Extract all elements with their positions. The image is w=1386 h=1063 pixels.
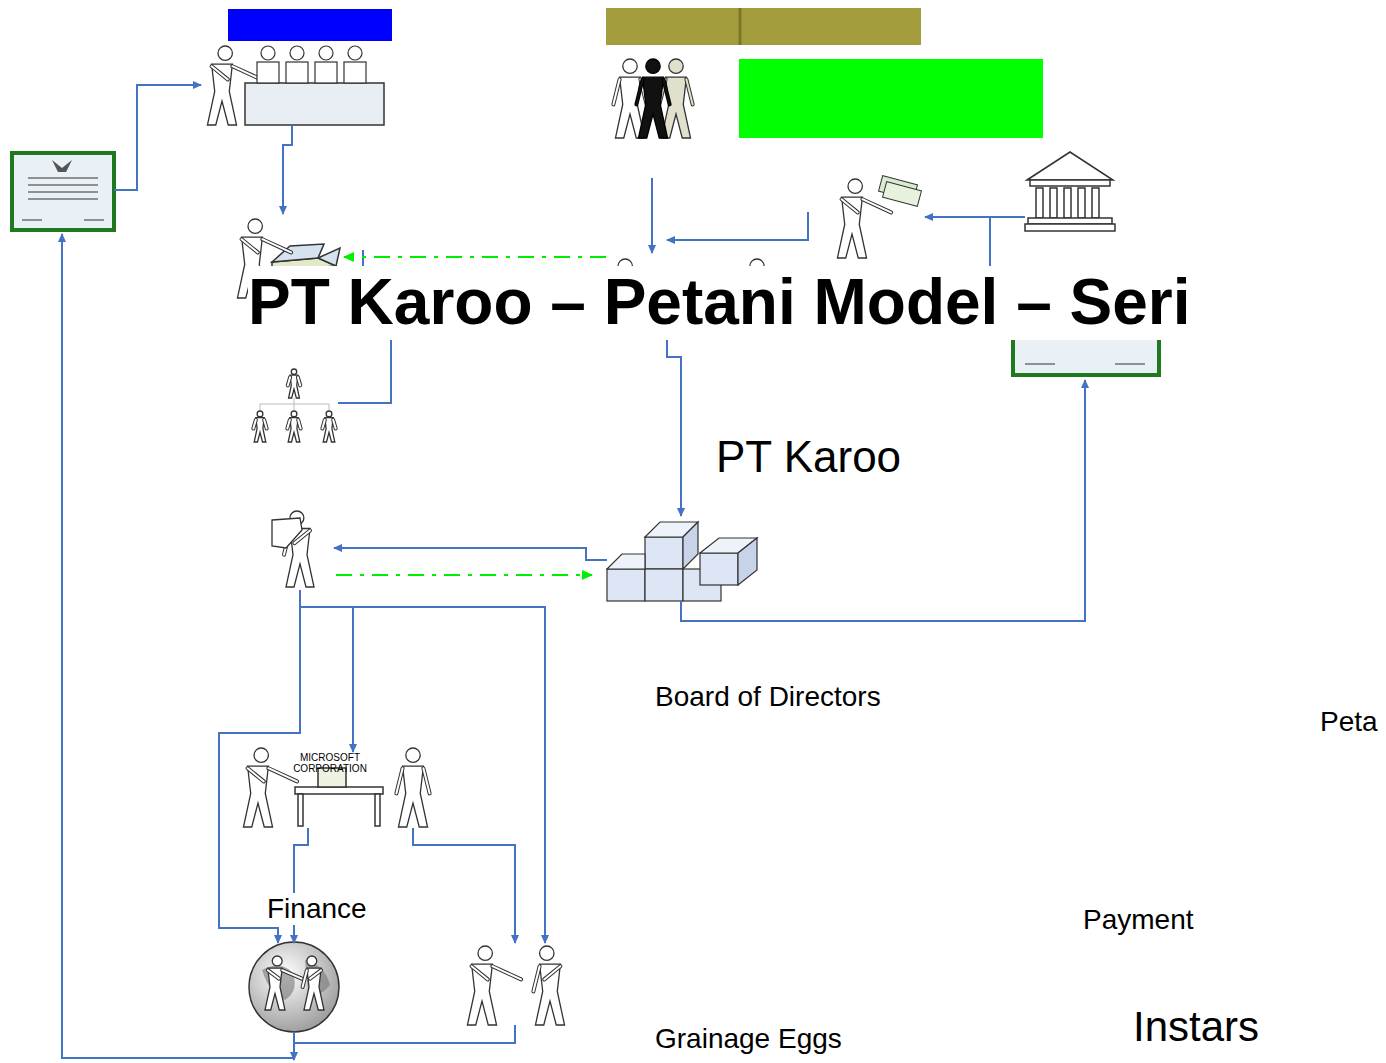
figure-part: [478, 946, 492, 960]
figure-part: [307, 956, 317, 966]
label-text: MICROSOFT CORPORATION: [290, 752, 370, 774]
label-text: Instars: [1133, 1003, 1259, 1051]
person-figure: [533, 946, 564, 1025]
figure-part: [623, 59, 637, 73]
figure-part: [254, 418, 266, 442]
figure-part: [242, 239, 291, 252]
flow-lines: [62, 85, 1085, 1060]
figure-part: [288, 377, 300, 385]
figure-part: [472, 966, 521, 979]
figure-part: [472, 966, 521, 979]
carried-item: [272, 518, 302, 548]
figure-part: [646, 59, 660, 73]
figure-part: [842, 199, 891, 212]
person-figure: [243, 748, 297, 827]
person-figure: [265, 956, 302, 1010]
label-text: Finance: [267, 893, 367, 925]
stacked-boxes: [607, 522, 757, 601]
olive-bar-divider: [739, 8, 742, 45]
delivery-table: [295, 768, 383, 826]
bank-icon: [1025, 152, 1115, 231]
figure-part: [253, 420, 266, 429]
figure-part: [848, 179, 862, 193]
figure-part: [257, 411, 263, 417]
figure-part: [291, 411, 297, 417]
figure-part: [218, 46, 232, 60]
figure-part: [212, 66, 261, 79]
figure-part: [533, 966, 560, 991]
figure-part: [669, 59, 683, 73]
figure-part: [261, 46, 275, 60]
figures: [207, 46, 921, 1025]
person-figure: [288, 369, 300, 398]
globe: [249, 942, 339, 1032]
figure-part: [268, 970, 302, 978]
label-text: Payment: [1083, 904, 1194, 936]
figure-part: [286, 62, 308, 83]
figure-part: [636, 79, 669, 104]
figure-part: [288, 377, 300, 385]
figure-part: [303, 970, 322, 987]
figure-part: [344, 62, 366, 83]
board-table: [245, 83, 384, 125]
figure-part: [533, 966, 560, 991]
person-figure: [253, 411, 266, 442]
person-figure: [467, 946, 521, 1025]
figure-part: [322, 420, 335, 429]
figure-part: [396, 768, 429, 793]
figure-part: [248, 768, 297, 781]
figure-part: [883, 182, 922, 207]
person-figure: [207, 46, 261, 125]
figure-part: [540, 946, 554, 960]
figure-part: [406, 748, 420, 762]
figure-part: [323, 418, 335, 442]
figure-part: [253, 420, 266, 429]
blue-bar: [228, 9, 392, 41]
figure-part: [268, 970, 302, 978]
figure-part: [254, 748, 268, 762]
figure-part: [248, 768, 297, 781]
title-text: PT Karoo – Petani Model – Seri: [248, 266, 1190, 340]
person-figure: [322, 411, 335, 442]
person-figure: [303, 956, 324, 1010]
figure-part: [288, 418, 300, 442]
figure-part: [248, 219, 262, 233]
person-figure: [287, 411, 300, 442]
figure-part: [319, 46, 333, 60]
label-text: PT Karoo: [716, 432, 901, 483]
figure-part: [842, 199, 891, 212]
figure-part: [242, 239, 291, 252]
figure-part: [636, 79, 669, 104]
org-chart-lines: [260, 398, 329, 410]
person-figure: [636, 59, 669, 138]
green-bar: [739, 59, 1043, 138]
label-text: Board of Directors: [655, 681, 881, 713]
figure-part: [326, 411, 332, 417]
figure-part: [287, 420, 300, 429]
figure-part: [272, 956, 282, 966]
figure-part: [303, 970, 322, 987]
figure-part: [257, 62, 279, 83]
figure-part: [315, 62, 337, 83]
figure-part: [291, 369, 296, 374]
figure-part: [212, 66, 261, 79]
label-text: Grainage Eggs: [655, 1023, 842, 1055]
figure-part: [287, 420, 300, 429]
label-text: Peta: [1320, 706, 1378, 738]
olive-bar: [606, 8, 921, 45]
figure-part: [322, 420, 335, 429]
figure-part: [348, 46, 362, 60]
certificate-left: [12, 153, 114, 230]
figure-part: [290, 46, 304, 60]
figure-part: [289, 375, 300, 398]
figure-part: [396, 768, 429, 793]
person-figure: [396, 748, 429, 827]
